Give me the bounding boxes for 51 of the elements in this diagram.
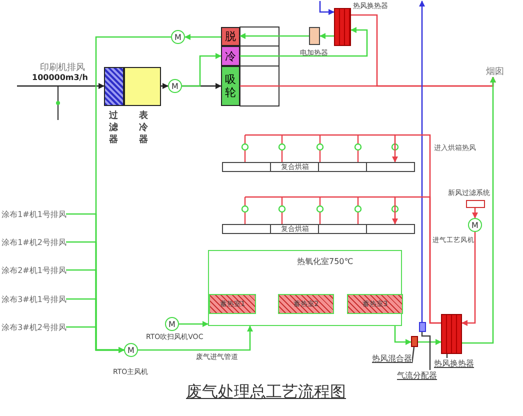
arrow <box>319 1 334 15</box>
chamber-title: 热氧化室750℃ <box>297 256 354 267</box>
arrow <box>179 321 208 327</box>
oxidizer-box <box>208 250 402 326</box>
text-label: 印刷机排风 <box>40 62 85 74</box>
filter-box <box>104 67 124 106</box>
arrow <box>184 34 221 40</box>
motor-symbol: M <box>171 30 185 44</box>
heater-box <box>309 27 320 45</box>
motor-symbol: M <box>168 79 182 93</box>
rotor-zone: 冷 <box>221 46 240 66</box>
callout-label: 气流分配器 <box>397 370 437 380</box>
filter-unit-box <box>466 200 485 208</box>
arrow <box>394 326 412 345</box>
callout-label: 热风混合器 <box>372 353 412 363</box>
motor-symbol: M <box>468 218 482 232</box>
source-label: 涂布3#机1号排风 <box>2 294 66 304</box>
arrow <box>462 76 496 344</box>
leader-line <box>421 332 431 370</box>
rotor-zone: 脱 <box>221 27 240 46</box>
text-label: 100000m3/h <box>32 73 88 82</box>
equipment-label: 表冷器 <box>138 110 149 146</box>
heat-exchanger <box>334 8 351 46</box>
equipment-label: 过滤器 <box>108 110 119 146</box>
source-label: 涂布1#机1号排风 <box>2 209 66 219</box>
arrow <box>419 0 425 322</box>
motor-symbol: M <box>124 343 138 357</box>
arrow <box>161 83 168 89</box>
distributor-box <box>419 322 426 332</box>
arrow <box>320 33 334 39</box>
source-label: 涂布2#机1号排风 <box>2 265 66 275</box>
rotor-zone: 吸轮 <box>221 66 240 106</box>
arrow <box>418 339 442 345</box>
arrow <box>392 196 441 324</box>
source-label: 涂布1#机2号排风 <box>2 237 66 247</box>
arrow <box>240 33 309 39</box>
cooler-box <box>124 67 161 106</box>
arrow <box>66 326 124 353</box>
arrow <box>462 232 476 326</box>
arrow <box>138 326 253 351</box>
arrow <box>240 27 368 57</box>
arrow <box>472 208 478 218</box>
arrow <box>182 53 222 87</box>
chimney-label: 烟囱 <box>484 65 506 77</box>
diagram-title: 废气处理总工艺流程图 <box>186 382 346 403</box>
callout-label: 热风换热器 <box>433 358 475 368</box>
heat-exchanger <box>441 314 462 354</box>
source-label: 涂布3#机2号排风 <box>2 322 66 332</box>
motor-symbol: M <box>165 317 179 331</box>
arrow <box>17 83 104 89</box>
mixer-box <box>411 336 418 347</box>
